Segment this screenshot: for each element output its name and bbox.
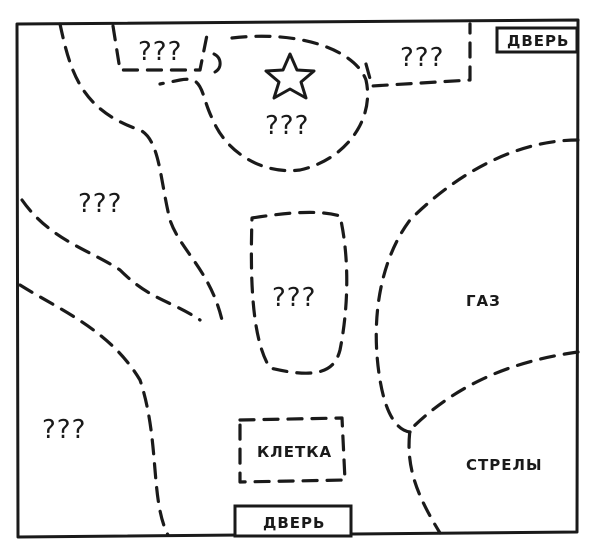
- label-top-right-unknown: ???: [400, 43, 444, 73]
- wall-top-left-room: [111, 24, 210, 72]
- label-star-room-unknown: ???: [265, 111, 309, 141]
- star-icon: [264, 52, 316, 100]
- wall-left-diagonal: [20, 198, 202, 322]
- wall-star-room: [158, 34, 370, 173]
- wall-gas-room: [374, 138, 580, 434]
- label-door-top-right: ДВЕРЬ: [507, 32, 569, 50]
- wall-center-room: [249, 210, 349, 375]
- label-cage: КЛЕТКА: [257, 443, 332, 461]
- label-arrows: СТРЕЛЫ: [466, 456, 542, 474]
- door-top-right: [495, 26, 579, 54]
- wall-top-right-room: [364, 22, 472, 88]
- label-gas: ГАЗ: [466, 292, 501, 310]
- label-door-bottom: ДВЕРЬ: [263, 514, 325, 532]
- crescent-icon: [212, 52, 222, 74]
- label-top-left-unknown: ???: [138, 37, 182, 67]
- label-center-unknown: ???: [272, 283, 316, 313]
- cage-box: [238, 416, 347, 484]
- wall-left-upper-curve: [58, 22, 224, 322]
- wall-bottom-left-curve: [18, 283, 170, 537]
- door-bottom: [233, 504, 353, 538]
- outer-wall: [15, 18, 580, 539]
- label-bottom-left-unknown: ???: [42, 415, 86, 445]
- wall-arrows-room: [407, 350, 580, 535]
- label-left-upper-unknown: ???: [78, 189, 122, 219]
